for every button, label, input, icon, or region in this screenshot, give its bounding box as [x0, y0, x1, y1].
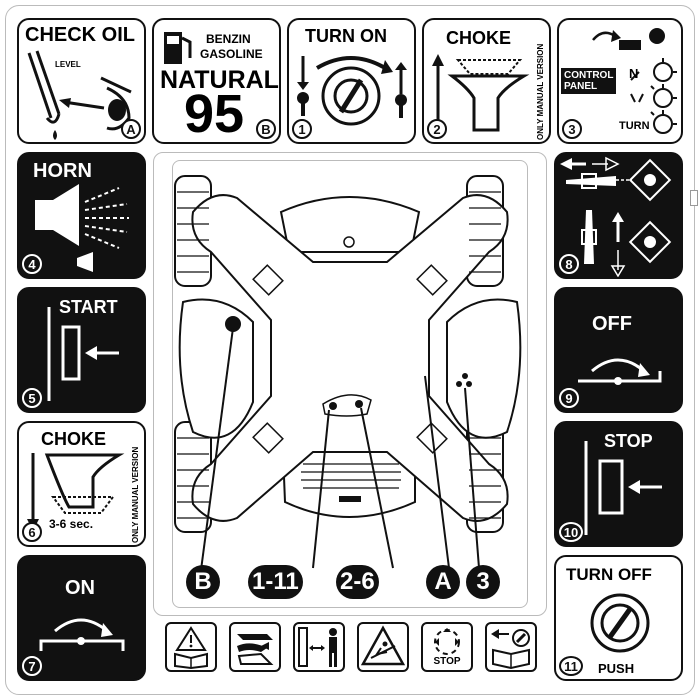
- off-title: OFF: [592, 313, 632, 335]
- choke-left-title: CHOKE: [41, 429, 107, 449]
- panel-choke-top: CHOKE ONLY MANUAL VERSION 2: [422, 18, 551, 144]
- remove-key-icon: [485, 622, 537, 672]
- badge-5: 5: [22, 388, 42, 408]
- panel-label: PANEL: [564, 81, 598, 92]
- badge-11: 11: [559, 656, 583, 676]
- horn-title: HORN: [33, 160, 92, 182]
- gasoline-label: GASOLINE: [200, 47, 263, 61]
- off-lever-icon: [578, 358, 662, 385]
- drive-lever-icon: [560, 156, 672, 277]
- stop-blades-icon: STOP: [421, 622, 473, 672]
- turn-off-title: TURN OFF: [566, 565, 652, 584]
- choke-left-side-note: ONLY MANUAL VERSION: [131, 446, 140, 543]
- stop-button-icon: [584, 441, 662, 535]
- badge-a: A: [121, 119, 141, 139]
- badge-b: B: [256, 119, 276, 139]
- control-panel-label: CONTROL PANEL: [561, 68, 617, 94]
- center-frame: [153, 152, 547, 616]
- panel-fuel: BENZIN GASOLINE NATURAL 95 B: [152, 18, 281, 144]
- push-label: PUSH: [598, 661, 635, 676]
- horn-icon: [35, 184, 129, 272]
- stop-blades-label: STOP: [433, 656, 461, 667]
- benzin-label: BENZIN: [206, 32, 251, 46]
- hand-pinch-icon: [229, 622, 281, 672]
- mower-diagram: [174, 175, 522, 571]
- panel-stop: STOP 10: [554, 421, 683, 547]
- neutral-label: N: [629, 66, 639, 81]
- manual-warning-icon: [165, 622, 217, 672]
- center-inner-frame: [172, 160, 528, 608]
- start-button-icon: [47, 307, 119, 401]
- turn-on-title: TURN ON: [305, 26, 387, 46]
- on-title: ON: [65, 577, 95, 599]
- turn-label: TURN: [619, 120, 650, 132]
- key-switch-icon: [590, 593, 650, 653]
- check-oil-title: CHECK OIL: [25, 24, 135, 46]
- callout-1-11-text: 1-11: [252, 568, 299, 595]
- panel-control: CONTROL PANEL N TURN 3: [557, 18, 683, 144]
- badge-6: 6: [22, 522, 42, 542]
- badge-10: 10: [559, 522, 583, 542]
- outer-frame: [5, 5, 695, 695]
- panel-start: START 5: [17, 287, 146, 413]
- choke-top-side-note: ONLY MANUAL VERSION: [536, 43, 545, 140]
- panel-off: OFF 9: [554, 287, 683, 413]
- natural-label: NATURAL: [160, 66, 279, 94]
- control-panel-icon: [592, 28, 677, 134]
- panel-turn-off: TURN OFF PUSH 11: [554, 555, 683, 681]
- choke-time: 3-6 sec.: [49, 517, 94, 531]
- start-title: START: [59, 297, 118, 317]
- panel-choke-left: CHOKE 3-6 sec. ONLY MANUAL VERSION 6: [17, 421, 146, 547]
- keep-distance-icon: [293, 622, 345, 672]
- callout-2-6: 2-6: [336, 565, 379, 599]
- panel-drive: 8: [554, 152, 683, 279]
- badge-8: 8: [559, 254, 579, 274]
- callout-1-11: 1-11: [248, 565, 303, 599]
- choke-lever-icon: [432, 54, 530, 132]
- choke-top-title: CHOKE: [446, 28, 512, 48]
- on-lever-icon: [39, 618, 125, 651]
- callout-a: A: [426, 565, 460, 599]
- control-label: CONTROL: [564, 70, 614, 81]
- panel-horn: HORN 4: [17, 152, 146, 279]
- panel-on: ON 7: [17, 555, 146, 681]
- octane-number: 95: [184, 84, 245, 144]
- ignition-key-icon: [297, 56, 407, 126]
- badge-4: 4: [22, 254, 42, 274]
- panel-check-oil: CHECK OIL LEVEL A: [17, 18, 146, 144]
- level-label: LEVEL: [55, 60, 81, 69]
- badge-2: 2: [427, 119, 447, 139]
- panel-turn-on: TURN ON 1: [287, 18, 416, 144]
- callout-2-6-text: 2-6: [340, 568, 375, 595]
- fuel-pump-icon: [164, 32, 192, 64]
- badge-7: 7: [22, 656, 42, 676]
- slope-warning-icon: [357, 622, 409, 672]
- edge-tab: [690, 190, 698, 206]
- badge-9: 9: [559, 388, 579, 408]
- dipstick-eye-icon: [27, 50, 132, 140]
- callout-b: B: [186, 565, 220, 599]
- callout-3: 3: [466, 565, 500, 599]
- badge-3: 3: [562, 119, 582, 139]
- choke-push-icon: [27, 453, 125, 531]
- badge-1: 1: [292, 119, 312, 139]
- stop-title: STOP: [604, 431, 653, 451]
